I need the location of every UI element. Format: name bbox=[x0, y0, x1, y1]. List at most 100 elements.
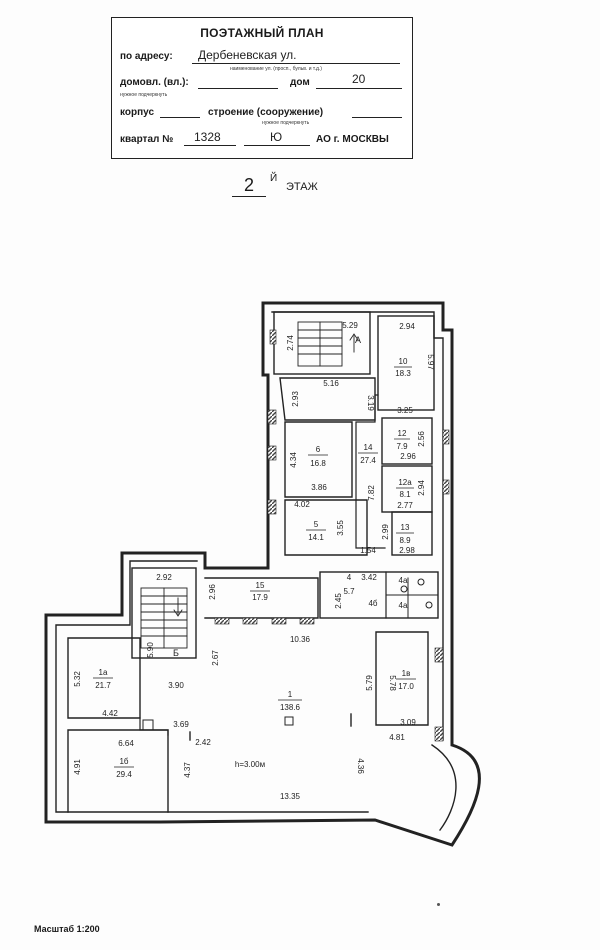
stair-b-box bbox=[131, 567, 197, 659]
room-4b: 4б bbox=[368, 599, 377, 608]
dim-5-32: 5.32 bbox=[73, 671, 82, 687]
korpus-label: корпус bbox=[120, 107, 155, 118]
room-5-box bbox=[284, 499, 368, 556]
dim-2-96-left: 2.96 bbox=[208, 584, 217, 600]
room-4-area: 5.7 bbox=[343, 587, 355, 596]
dim-3-55: 3.55 bbox=[336, 520, 345, 536]
room-12a-area: 8.1 bbox=[399, 490, 411, 499]
room-10-no: 10 bbox=[399, 357, 408, 366]
room-1-area: 138.6 bbox=[280, 703, 301, 712]
address-line bbox=[192, 63, 400, 64]
korpus-line bbox=[160, 117, 200, 118]
room-1a-no: 1а bbox=[99, 668, 108, 677]
dom-line bbox=[316, 88, 402, 89]
outer-wall bbox=[44, 301, 481, 847]
room-6-box bbox=[284, 421, 353, 498]
dim-13-35: 13.35 bbox=[280, 792, 301, 801]
kvartal-label: квартал № bbox=[120, 134, 174, 145]
dim-2-94-mid: 2.94 bbox=[417, 480, 426, 496]
room-10-box bbox=[377, 315, 435, 411]
floor-number: 2 bbox=[232, 175, 266, 197]
dim-2-74: 2.74 bbox=[286, 335, 295, 351]
ink-dot bbox=[437, 903, 440, 906]
room-13-area: 8.9 bbox=[399, 536, 411, 545]
dim-5-16: 5.16 bbox=[323, 379, 339, 388]
plan-title: ПОЭТАЖНЫЙ ПЛАН bbox=[200, 26, 324, 40]
dim-2-99: 2.99 bbox=[381, 524, 390, 540]
floor-suffix: Й bbox=[270, 173, 278, 184]
domovl-hint: нужное подчеркнуть bbox=[120, 92, 168, 98]
dim-4-02: 4.02 bbox=[294, 500, 310, 509]
room-12-no: 12 bbox=[398, 429, 407, 438]
room-1v-box bbox=[375, 631, 429, 726]
dim-5-29: 5.29 bbox=[342, 321, 358, 330]
dim-2-93: 2.93 bbox=[291, 391, 300, 407]
dim-2-92: 2.92 bbox=[156, 573, 172, 582]
header-box: ПОЭТАЖНЫЙ ПЛАН по адресу: Дербеневская у… bbox=[111, 17, 413, 159]
dim-3-42: 3.42 bbox=[361, 573, 377, 582]
room-12-area: 7.9 bbox=[396, 442, 408, 451]
dim-2-56: 2.56 bbox=[417, 431, 426, 447]
room-4a-bottom: 4а bbox=[399, 601, 408, 610]
dim-4-36: 4.36 bbox=[356, 758, 365, 774]
room-1a-area: 21.7 bbox=[95, 681, 111, 690]
dim-5-90: 5.90 bbox=[146, 642, 155, 658]
dim-5-78: 5.78 bbox=[388, 675, 397, 691]
room-5-no: 5 bbox=[314, 520, 319, 529]
room-13-box bbox=[391, 511, 433, 556]
stroenie-label: строение (сооружение) bbox=[208, 107, 324, 118]
dim-3-09: 3.09 bbox=[400, 718, 416, 727]
floor-word: ЭТАЖ bbox=[286, 181, 318, 193]
dim-2-96-mid: 2.96 bbox=[400, 452, 416, 461]
dim-3-90: 3.90 bbox=[168, 681, 184, 690]
room-10-area: 18.3 bbox=[395, 369, 411, 378]
room-13-no: 13 bbox=[401, 523, 410, 532]
stair-a-label: А bbox=[355, 335, 361, 345]
domovl-line bbox=[198, 88, 278, 89]
stair-b-label: Б bbox=[173, 648, 179, 658]
room-14-area: 27.4 bbox=[360, 456, 376, 465]
room-4a-top: 4а bbox=[399, 576, 408, 585]
room-14-no: 14 bbox=[364, 443, 373, 452]
dim-10-36: 10.36 bbox=[290, 635, 311, 644]
city-label: АО г. МОСКВЫ bbox=[316, 134, 389, 145]
address-label: по адресу: bbox=[120, 51, 173, 62]
okrug-value: Ю bbox=[270, 130, 283, 144]
dim-4-37: 4.37 bbox=[183, 762, 192, 778]
dim-5-79: 5.79 bbox=[365, 675, 374, 691]
dim-5-97: 5.97 bbox=[426, 354, 435, 370]
dim-6-64: 6.64 bbox=[118, 739, 134, 748]
dim-2-94-top: 2.94 bbox=[399, 322, 415, 331]
dim-3-69: 3.69 bbox=[173, 720, 189, 729]
kvartal-value: 1328 bbox=[194, 130, 221, 144]
dim-4-42: 4.42 bbox=[102, 709, 118, 718]
room-1b-area: 29.4 bbox=[116, 770, 132, 779]
dim-7-82: 7.82 bbox=[367, 485, 376, 501]
dom-value: 20 bbox=[352, 72, 366, 86]
ceiling-height: h=3.00м bbox=[235, 760, 265, 769]
dim-2-77: 2.77 bbox=[397, 501, 413, 510]
stroenie-line bbox=[352, 117, 402, 118]
dim-2-45: 2.45 bbox=[334, 593, 343, 609]
dim-3-86: 3.86 bbox=[311, 483, 327, 492]
domovl-label: домовл. (вл.): bbox=[120, 77, 189, 88]
room-1v-no: 1в bbox=[402, 669, 411, 678]
dim-3-25: 3.25 bbox=[397, 406, 413, 415]
room-4-no: 4 bbox=[347, 573, 352, 582]
room-12-box bbox=[381, 417, 433, 465]
okrug-line bbox=[244, 145, 310, 146]
dim-4-34: 4.34 bbox=[289, 452, 298, 468]
dim-1-54: 1.54 bbox=[360, 546, 376, 555]
room-6-no: 6 bbox=[316, 445, 321, 454]
room-1v-area: 17.0 bbox=[398, 682, 414, 691]
room-6-area: 16.8 bbox=[310, 459, 326, 468]
dim-4-91: 4.91 bbox=[73, 759, 82, 775]
room-1b-no: 1б bbox=[119, 757, 128, 766]
room-12a-no: 12а bbox=[398, 478, 412, 487]
address-value: Дербеневская ул. bbox=[198, 48, 297, 62]
kvartal-line bbox=[184, 145, 236, 146]
dim-4-81: 4.81 bbox=[389, 733, 405, 742]
stroenie-hint: нужное подчеркнуть bbox=[262, 120, 310, 126]
dom-label: дом bbox=[290, 77, 310, 88]
dim-2-42: 2.42 bbox=[195, 738, 211, 747]
